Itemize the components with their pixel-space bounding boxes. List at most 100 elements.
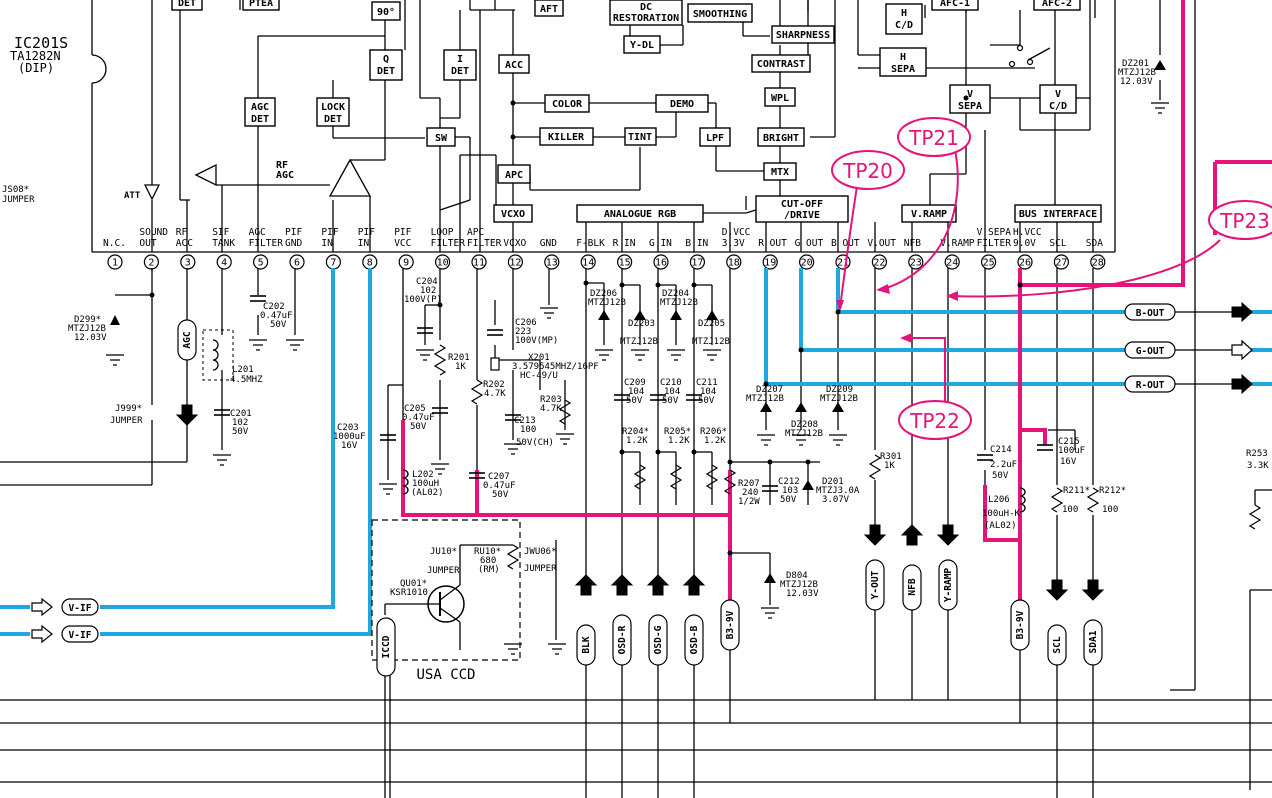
pin-8-label-bottom: IN <box>358 238 370 249</box>
dz207-label: DZ207 <box>756 385 783 395</box>
svg-text:24: 24 <box>946 258 958 269</box>
l206-inductor <box>1019 487 1026 513</box>
svg-text:4.7K: 4.7K <box>484 389 506 399</box>
svg-text:16V: 16V <box>1060 457 1077 467</box>
test-point-tp21[interactable]: TP21 <box>897 117 971 157</box>
svg-text:DET: DET <box>251 114 269 125</box>
block-smoothing: SMOOTHING <box>687 3 753 23</box>
internal-wiring <box>151 0 1096 252</box>
osd-b-connector[interactable]: OSD-B <box>684 614 704 666</box>
blk-connector[interactable]: BLK <box>576 624 596 666</box>
g-out-connector[interactable]: G-OUT <box>1124 341 1176 359</box>
svg-text:3.07V: 3.07V <box>822 495 850 505</box>
dz204-label: DZ204 <box>662 289 689 299</box>
pin-1: 1 <box>107 254 123 270</box>
test-point-tp22[interactable]: TP22 <box>898 400 972 440</box>
svg-text:1.2K: 1.2K <box>668 436 690 446</box>
svg-text:SMOOTHING: SMOOTHING <box>693 9 747 20</box>
y-out-connector[interactable]: Y-OUT <box>865 559 885 611</box>
svg-text:MTZJ12B: MTZJ12B <box>780 580 818 590</box>
osd-g-connector[interactable]: OSD-G <box>648 614 668 666</box>
c201-label: C201 <box>230 409 252 419</box>
osd-r-connector[interactable]: OSD-R <box>612 614 632 666</box>
agc-connector[interactable]: AGC <box>177 319 197 361</box>
block-aft: AFT <box>534 0 564 17</box>
dz201-label: DZ201 <box>1122 59 1149 69</box>
block-h-cd: HC/D <box>885 3 923 35</box>
pin-5-label-bottom: FILTER <box>249 238 284 249</box>
y-ramp-connector[interactable]: Y-RAMP <box>938 559 958 611</box>
att-triangle: ATT <box>124 184 161 201</box>
b3-9v-connector-right[interactable]: B3-9V <box>1010 599 1030 651</box>
ic-package-label: (DIP) <box>18 61 54 75</box>
r202-label: R202 <box>483 380 505 390</box>
d299-label: D299* <box>74 315 101 325</box>
pin-22: 22 <box>871 254 888 270</box>
r-out-connector[interactable]: R-OUT <box>1124 375 1176 393</box>
svg-text:ACC: ACC <box>505 60 523 71</box>
pin-12-label-bottom: VCXO <box>503 238 526 249</box>
r205-label: R205* <box>664 427 691 437</box>
pin-5: 5 <box>253 254 269 270</box>
b3-9v-connector-left[interactable]: B3-9V <box>720 599 740 651</box>
pin-14-label-bottom: F-BLK <box>576 238 605 249</box>
dz208-label: DZ208 <box>791 420 818 430</box>
svg-text:MTZJ12B: MTZJ12B <box>68 324 106 334</box>
svg-text:12.03V: 12.03V <box>1120 77 1153 87</box>
block-demo: DEMO <box>655 94 709 113</box>
svg-text:JUMPER: JUMPER <box>110 416 143 426</box>
svg-text:90°: 90° <box>377 7 395 18</box>
pin-25: 25 <box>980 254 997 270</box>
scl-connector[interactable]: SCL <box>1047 624 1067 666</box>
c207-label: C207 <box>488 472 510 482</box>
svg-text:VCXO: VCXO <box>501 209 525 220</box>
pin-17-label-bottom: B IN <box>685 238 708 249</box>
l202-label: L202 <box>412 470 434 480</box>
svg-text:10: 10 <box>437 258 449 269</box>
ru10-label: RU10* <box>474 547 501 557</box>
pin-20-label-bottom: G OUT <box>795 238 824 249</box>
nfb-connector[interactable]: NFB <box>902 564 922 611</box>
svg-text:104: 104 <box>628 387 644 397</box>
pin-9: 9 <box>398 254 414 270</box>
vif-connector-1[interactable]: V-IF <box>61 598 99 616</box>
svg-text:SCL: SCL <box>1052 636 1063 653</box>
pin-15: 15 <box>616 254 633 270</box>
svg-text:28: 28 <box>1092 258 1104 269</box>
b-out-connector[interactable]: B-OUT <box>1124 303 1176 321</box>
block-v-ramp: V.RAMP <box>901 204 957 223</box>
svg-text:100uH: 100uH <box>412 479 439 489</box>
svg-text:DET: DET <box>178 0 196 9</box>
svg-text:0.47uF: 0.47uF <box>402 413 435 423</box>
svg-text:OSD-G: OSD-G <box>653 625 664 654</box>
test-point-tp23[interactable]: TP23 <box>1208 200 1272 240</box>
svg-text:DET: DET <box>451 66 469 77</box>
c215-label: C215 <box>1058 437 1080 447</box>
vif-connector-2[interactable]: V-IF <box>61 625 99 643</box>
svg-text:3.3K: 3.3K <box>1247 461 1269 471</box>
power-lines <box>401 0 1272 600</box>
svg-text:CONTRAST: CONTRAST <box>757 59 805 70</box>
svg-text:OSD-B: OSD-B <box>689 625 700 654</box>
l206-label: L206 <box>988 495 1010 505</box>
block-tint: TINT <box>624 127 657 146</box>
svg-text:LOCK: LOCK <box>321 102 345 113</box>
block-apc: APC <box>497 164 531 184</box>
svg-text:5: 5 <box>258 258 264 269</box>
pin-4-label-top: SIF <box>212 227 229 238</box>
test-point-tp20[interactable]: TP20 <box>831 150 905 190</box>
usa-ccd-area: USA CCD <box>371 519 557 683</box>
junction-dots <box>149 95 1023 556</box>
pin-4: 4 <box>216 254 232 270</box>
pin-16: 16 <box>653 254 669 270</box>
switch-symbol <box>1008 44 1034 68</box>
svg-text:17: 17 <box>691 258 703 269</box>
iccd-connector[interactable]: ICCD <box>376 617 396 677</box>
svg-text:DC: DC <box>640 2 652 13</box>
svg-text:100V(MP): 100V(MP) <box>515 336 558 346</box>
sda-connector[interactable]: SDA1 <box>1083 619 1103 666</box>
